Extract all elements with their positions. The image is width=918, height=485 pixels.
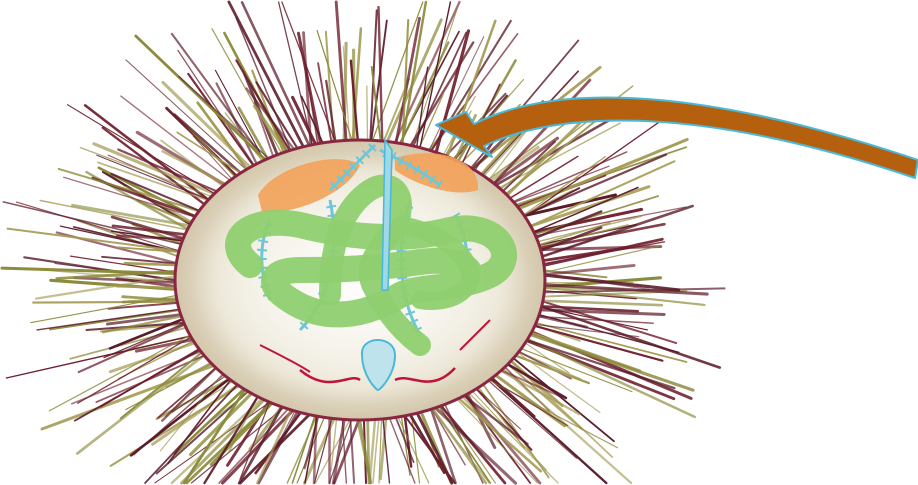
spine (163, 83, 259, 176)
tube-foot-tick (257, 250, 267, 251)
sea-urchin-icon (175, 140, 545, 420)
spine (68, 105, 229, 202)
